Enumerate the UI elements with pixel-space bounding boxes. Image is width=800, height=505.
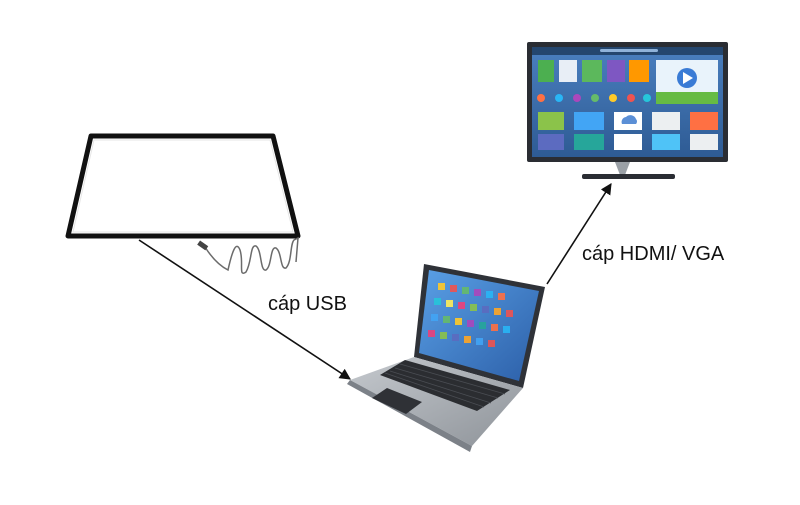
hdmi-vga-cable-label: cáp HDMI/ VGA	[582, 243, 725, 265]
tv-icon	[527, 42, 728, 179]
usb-arrow	[138, 239, 351, 380]
usb-cable-label: cáp USB	[268, 293, 347, 315]
usb-plug-icon	[197, 240, 209, 251]
touch-frame-icon	[65, 133, 301, 239]
usb-cable-coil	[197, 236, 299, 275]
hdmi-arrow	[546, 183, 612, 285]
touchpad	[372, 388, 422, 414]
laptop-icon	[347, 264, 545, 452]
